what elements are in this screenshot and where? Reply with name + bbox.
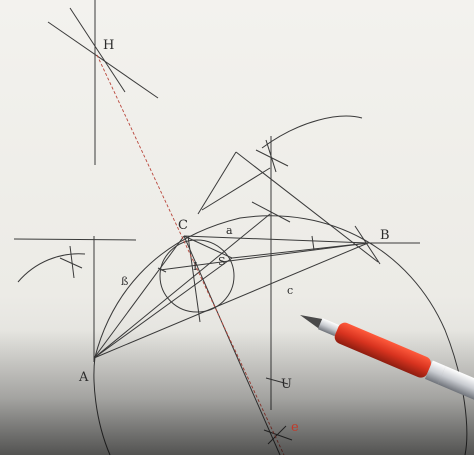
pen-band (424, 360, 446, 385)
short-segment-c (187, 235, 201, 323)
line-beta-b (159, 242, 369, 271)
red-pen (300, 315, 474, 408)
label-b: B (380, 228, 390, 243)
tick-left-b (69, 245, 75, 279)
label-c-small: c (287, 284, 294, 297)
pen-barrel (437, 365, 474, 408)
label-e: e (291, 420, 299, 435)
label-s: S (218, 255, 226, 268)
label-beta: ß (121, 275, 129, 288)
pen-grip (334, 322, 431, 378)
label-u: U (281, 377, 292, 392)
bisector-h-2 (69, 7, 126, 93)
arc-top-right (261, 115, 363, 149)
incircle (159, 239, 235, 313)
bisector-h-1 (47, 21, 159, 99)
label-h: H (103, 38, 115, 53)
short-line-top (197, 151, 237, 215)
tick-near-circle (251, 201, 291, 223)
tick-left-a (59, 257, 83, 269)
label-a: a (226, 224, 233, 237)
label-c: C (178, 218, 188, 233)
arc-left (17, 253, 86, 283)
angle-bisector-b (235, 151, 379, 263)
tick-side-a (311, 235, 315, 251)
horizontal-line-left (13, 238, 137, 241)
side-cb-a (183, 235, 369, 244)
pen-tip-cone (317, 318, 340, 337)
label-i: I (193, 260, 198, 273)
tick-b (354, 225, 381, 265)
pen-tip (300, 315, 323, 329)
tick-side-b (157, 267, 167, 273)
short-line-mid (201, 167, 271, 211)
label-a-point: A (79, 370, 89, 385)
line-c-s (183, 235, 233, 259)
cross-mark-2 (265, 139, 277, 173)
